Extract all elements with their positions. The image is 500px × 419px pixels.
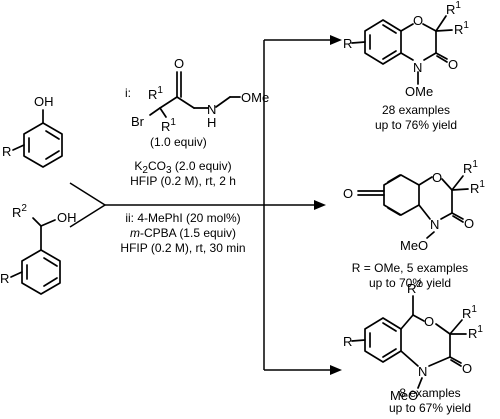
product-2-carbonyl-o: O bbox=[464, 216, 474, 231]
product-3-yield: up to 67% yield bbox=[389, 401, 471, 415]
reagent-r1-upper: R1 bbox=[148, 85, 163, 102]
product-1-benzoxazinone: O N O OMe R R1 R1 28 examples up to 76% … bbox=[343, 0, 469, 132]
product-3-examples: 8 examples bbox=[399, 386, 460, 400]
product-3-n-atom: N bbox=[418, 364, 427, 379]
product-2-ring-o: O bbox=[432, 170, 442, 185]
reaction-arrows bbox=[69, 35, 342, 375]
reagent-n-atom: N bbox=[207, 102, 216, 117]
product-2-meo-label: MeO bbox=[400, 238, 428, 253]
product-3-meo-label: MeO bbox=[390, 388, 418, 403]
product-2-keto-o: O bbox=[343, 186, 353, 201]
product-1-yield: up to 76% yield bbox=[375, 118, 457, 132]
product-2-spirodienone: O O N O MeO R1 R1 R = OMe, 5 examples up… bbox=[343, 159, 485, 290]
product-1-examples: 28 examples bbox=[382, 103, 450, 117]
benzyl-r2-label: R2 bbox=[12, 203, 27, 220]
top-arrow-head bbox=[330, 35, 342, 45]
reagent-ome-label: OMe bbox=[241, 90, 269, 105]
product-2-n-atom: N bbox=[430, 217, 439, 232]
reagent-br-label: Br bbox=[131, 114, 145, 129]
product-2-r1-right: R1 bbox=[470, 179, 485, 196]
conditions-line-1: K2CO3 (2.0 equiv) bbox=[134, 159, 231, 176]
benzyl-r-label: R bbox=[0, 271, 9, 286]
product-1-r1-right: R1 bbox=[454, 20, 469, 37]
product-3-r1-upper: R1 bbox=[462, 304, 477, 321]
reagent-i-structure: i: O N H OMe Br R1 R1 (1.0 equiv) bbox=[125, 56, 269, 149]
product-3-benzoxazepinone: R2 O N O MeO R R1 R1 8 examples up to 67… bbox=[343, 279, 483, 415]
product-1-n-atom: N bbox=[413, 60, 422, 75]
product-3-r2-label: R2 bbox=[407, 279, 422, 296]
product-2-examples: R = OMe, 5 examples bbox=[352, 261, 468, 275]
product-3-r1-right: R1 bbox=[468, 324, 483, 341]
product-3-r-label: R bbox=[343, 334, 352, 349]
product-1-r-label: R bbox=[343, 36, 352, 51]
benzyl-alcohol-structure: R2 OH R bbox=[0, 203, 77, 295]
conditions-line-4: m-CPBA (1.5 equiv) bbox=[130, 226, 236, 240]
conditions-line-5: HFIP (0.2 M), rt, 30 min bbox=[120, 241, 245, 255]
reagent-i-label: i: bbox=[125, 86, 131, 100]
reaction-conditions: K2CO3 (2.0 equiv) HFIP (0.2 M), rt, 2 h … bbox=[120, 159, 245, 255]
conditions-line-2: HFIP (0.2 M), rt, 2 h bbox=[130, 174, 236, 188]
middle-arrow-head bbox=[314, 200, 326, 210]
product-1-r1-upper: R1 bbox=[446, 0, 461, 17]
product-1-ome-label: OMe bbox=[405, 84, 433, 99]
benzyl-oh-label: OH bbox=[57, 210, 77, 225]
reagent-carbonyl-o: O bbox=[174, 56, 184, 71]
product-3-carbonyl-o: O bbox=[462, 361, 472, 376]
product-3-ring-o: O bbox=[424, 314, 434, 329]
reagent-r1-lower: R1 bbox=[161, 117, 176, 134]
conditions-line-3: ii: 4-MePhI (20 mol%) bbox=[125, 211, 240, 225]
phenol-r-label: R bbox=[2, 144, 11, 159]
reagent-nh-h: H bbox=[207, 115, 216, 130]
reagent-i-equiv: (1.0 equiv) bbox=[150, 135, 207, 149]
product-2-yield: up to 70% yield bbox=[369, 276, 451, 290]
product-1-ring-o: O bbox=[413, 13, 423, 28]
phenol-oh-label: OH bbox=[34, 94, 54, 109]
product-1-carbonyl-o: O bbox=[448, 57, 458, 72]
product-2-r1-upper: R1 bbox=[463, 159, 478, 176]
bottom-arrow-head bbox=[330, 365, 342, 375]
phenol-structure: OH R bbox=[2, 94, 63, 168]
